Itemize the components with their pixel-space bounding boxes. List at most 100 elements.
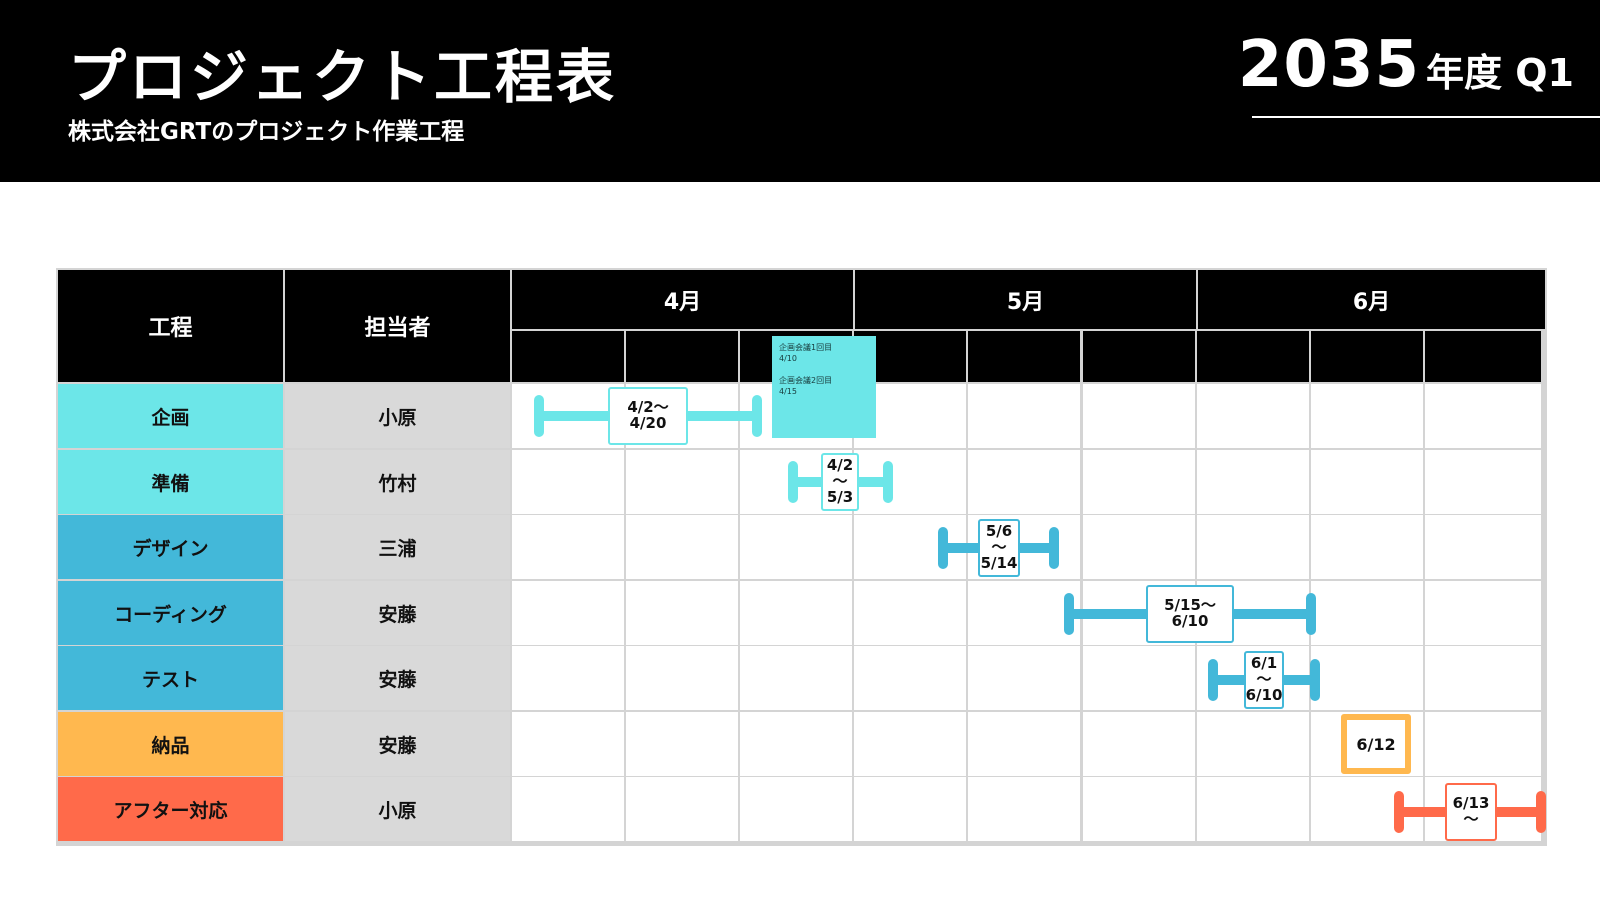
task-cell: 準備	[58, 450, 283, 514]
gantt-bar-start-cap	[1208, 659, 1218, 701]
grid-cell	[512, 515, 624, 579]
period-label: 年度 Q1	[1426, 51, 1574, 95]
person-cell: 安藤	[285, 646, 510, 710]
grid-cell	[626, 450, 738, 514]
grid-cell	[626, 581, 738, 645]
gantt-bar[interactable]: 4/2〜4/20	[534, 387, 762, 445]
grid-cell	[1083, 450, 1195, 514]
grid-cell	[968, 646, 1080, 710]
year-number: 2035	[1237, 28, 1421, 102]
grid-cell	[626, 646, 738, 710]
grid-cell	[512, 646, 624, 710]
note-meeting-2: 企画会議2回目	[779, 376, 833, 385]
grid-cell	[1311, 515, 1423, 579]
person-cell: 三浦	[285, 515, 510, 579]
task-cell: 納品	[58, 712, 283, 776]
task-cell: コーディング	[58, 581, 283, 645]
week-header-cell	[1083, 331, 1195, 382]
grid-cell	[740, 777, 852, 841]
grid-cell	[1311, 384, 1423, 448]
grid-cell	[1197, 450, 1309, 514]
grid-cell	[1425, 515, 1541, 579]
gantt-bar-end-cap	[1310, 659, 1320, 701]
grid-cell	[854, 712, 966, 776]
gantt-date-label: 6/1 〜 6/10	[1244, 651, 1284, 709]
week-header-cell	[968, 331, 1080, 382]
grid-cell	[512, 777, 624, 841]
grid-cell	[1083, 777, 1195, 841]
grid-cell	[512, 581, 624, 645]
gantt-bar-end-cap	[883, 461, 893, 503]
week-header-cell	[626, 331, 738, 382]
page-subtitle: 株式会社GRTのプロジェクト作業工程	[68, 119, 465, 145]
grid-cell	[1425, 581, 1541, 645]
month-may: 5月	[855, 270, 1196, 329]
gantt-bar[interactable]: 4/2 〜 5/3	[788, 453, 893, 511]
grid-cell	[1083, 646, 1195, 710]
gantt-bar[interactable]: 6/1 〜 6/10	[1208, 651, 1320, 709]
grid-cell	[512, 712, 624, 776]
grid-cell	[1197, 515, 1309, 579]
gantt-bar[interactable]: 5/15〜 6/10	[1064, 585, 1316, 643]
gantt-date-label: 5/6 〜 5/14	[978, 519, 1020, 577]
note-date-2: 4/15	[779, 387, 797, 396]
gantt-bar-end-cap	[1306, 593, 1316, 635]
week-header-cell	[1197, 331, 1309, 382]
grid-cell	[1083, 384, 1195, 448]
grid-cell	[968, 384, 1080, 448]
grid-cell	[1425, 646, 1541, 710]
grid-cell	[1311, 646, 1423, 710]
grid-cell	[1425, 450, 1541, 514]
grid-cell	[740, 515, 852, 579]
month-june: 6月	[1198, 270, 1545, 329]
grid-cell	[626, 712, 738, 776]
grid-cell	[512, 450, 624, 514]
gantt-bar-start-cap	[938, 527, 948, 569]
gantt-bar-end-cap	[752, 395, 762, 437]
grid-cell	[626, 777, 738, 841]
gantt-date-label: 6/13 〜	[1445, 783, 1497, 841]
person-cell: 安藤	[285, 581, 510, 645]
grid-cell	[968, 450, 1080, 514]
gantt-bar-start-cap	[1064, 593, 1074, 635]
gantt-bar-end-cap	[1049, 527, 1059, 569]
page-title: プロジェクト工程表	[68, 43, 618, 111]
milestone-delivery[interactable]: 6/12	[1341, 714, 1411, 774]
grid-cell	[740, 646, 852, 710]
person-cell: 安藤	[285, 712, 510, 776]
month-april: 4月	[512, 270, 853, 329]
note-meeting-1: 企画会議1回目	[779, 343, 833, 352]
grid-cell	[968, 777, 1080, 841]
task-cell: テスト	[58, 646, 283, 710]
header-process: 工程	[58, 270, 283, 382]
grid-cell	[854, 581, 966, 645]
gantt-date-label: 5/15〜 6/10	[1146, 585, 1234, 643]
task-cell: デザイン	[58, 515, 283, 579]
grid-cell	[626, 515, 738, 579]
gantt-bar-start-cap	[1394, 791, 1404, 833]
week-header-cell	[512, 331, 624, 382]
gantt-date-label: 4/2〜4/20	[608, 387, 688, 445]
grid-cell	[1083, 712, 1195, 776]
task-cell: アフター対応	[58, 777, 283, 841]
grid-cell	[968, 581, 1080, 645]
gantt-date-label: 4/2 〜 5/3	[821, 453, 859, 511]
gantt-bar-end-cap	[1536, 791, 1546, 833]
grid-cell	[854, 646, 966, 710]
grid-cell	[740, 712, 852, 776]
grid-cell	[1425, 384, 1541, 448]
gantt-bar-start-cap	[788, 461, 798, 503]
person-cell: 小原	[285, 384, 510, 448]
header-divider	[1252, 116, 1600, 118]
gantt-bar-start-cap	[534, 395, 544, 437]
grid-cell	[1311, 581, 1423, 645]
gantt-bar[interactable]: 5/6 〜 5/14	[938, 519, 1059, 577]
week-header-cell	[1311, 331, 1423, 382]
grid-cell	[1083, 515, 1195, 579]
meeting-note: 企画会議1回目 4/10 企画会議2回目 4/15	[772, 336, 876, 438]
header-person: 担当者	[285, 270, 510, 382]
gantt-bar[interactable]: 6/13 〜	[1394, 783, 1546, 841]
grid-cell	[740, 581, 852, 645]
week-header-cell	[1425, 331, 1541, 382]
